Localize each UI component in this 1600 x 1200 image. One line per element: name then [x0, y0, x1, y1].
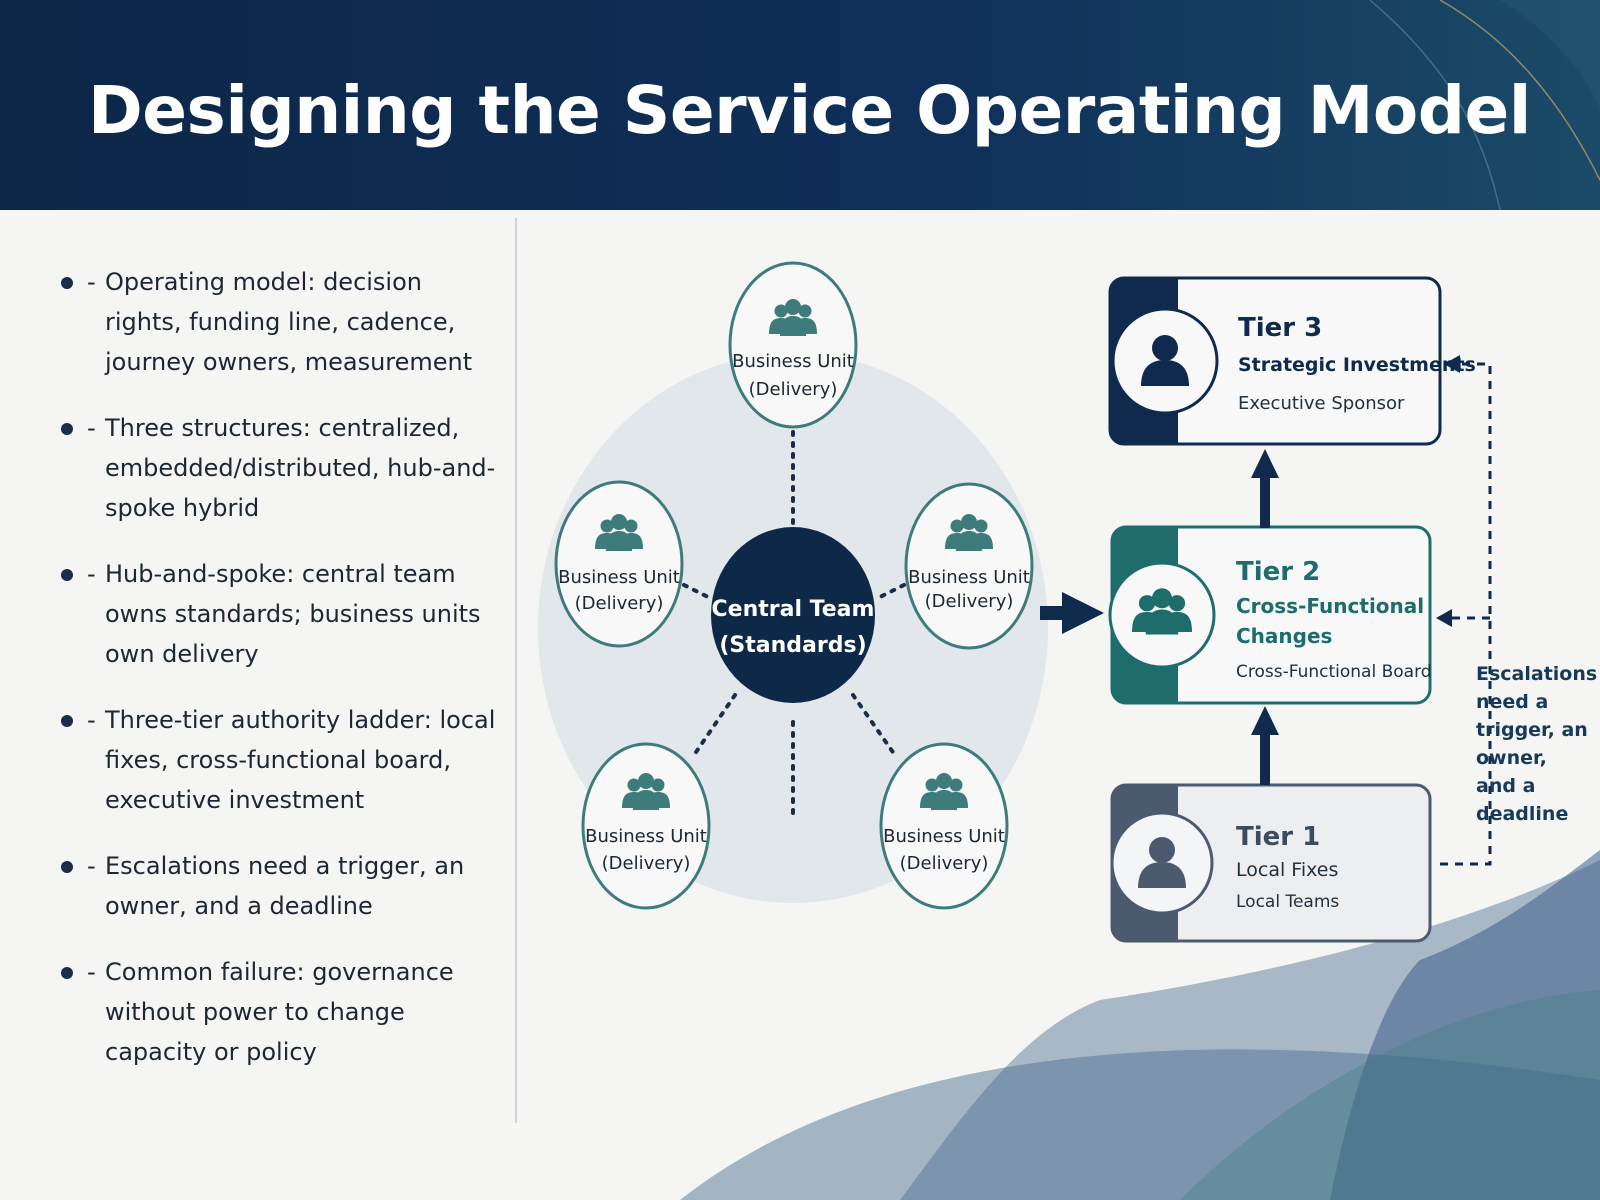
bullet-item: -Escalations need a trigger, an owner, a…: [55, 846, 505, 926]
tier-3-card: Tier 3 Strategic Investments Executive S…: [1108, 276, 1476, 446]
escalation-note: Escalations need a trigger, an owner, an…: [1476, 663, 1598, 825]
business-unit-label: Business Unit: [732, 351, 854, 372]
bullet-dash: -: [87, 706, 96, 734]
escalation-arrowheads: [1436, 355, 1460, 627]
business-unit-sublabel: (Delivery): [900, 853, 989, 874]
central-team-node: Central Team (Standards): [711, 527, 875, 703]
business-unit-sublabel: (Delivery): [602, 853, 691, 874]
page-title: Designing the Service Operating Model: [88, 72, 1531, 149]
business-unit-sublabel: (Delivery): [575, 593, 664, 614]
bullet-item: -Hub-and-spoke: central team owns standa…: [55, 554, 505, 674]
bullet-list: -Operating model: decision rights, fundi…: [55, 262, 505, 1098]
bullet-dash: -: [87, 414, 96, 442]
hub-to-tier-arrow: [1040, 592, 1104, 634]
business-unit-sublabel: (Delivery): [925, 591, 1014, 612]
tier-1-name: Tier 1: [1236, 822, 1320, 852]
tier-2-name: Tier 2: [1236, 557, 1320, 587]
central-team-label: Central Team: [712, 597, 875, 622]
tier-2-title-cont: Changes: [1236, 624, 1332, 648]
business-unit-node: Business Unit (Delivery): [554, 480, 684, 648]
tier-3-owner: Executive Sponsor: [1238, 393, 1405, 414]
bullet-dash: -: [87, 560, 96, 588]
tier-3-name: Tier 3: [1238, 313, 1322, 343]
tier-2-owner: Cross-Functional Board: [1236, 662, 1432, 682]
bullet-item: -Operating model: decision rights, fundi…: [55, 262, 505, 382]
business-unit-node: Business Unit (Delivery): [728, 261, 858, 429]
tier-2-title: Cross-Functional: [1236, 594, 1424, 618]
tier-2-card: Tier 2 Cross-Functional Changes Cross-Fu…: [1108, 525, 1432, 705]
tier-1-owner: Local Teams: [1236, 892, 1339, 912]
bullet-text: Common failure: governance without power…: [105, 958, 454, 1066]
business-unit-label: Business Unit: [908, 567, 1030, 588]
bullet-item: -Three structures: centralized, embedded…: [55, 408, 505, 528]
tier-1-title: Local Fixes: [1236, 859, 1338, 881]
central-team-sublabel: (Standards): [719, 633, 866, 658]
header-decoration: [1369, 0, 1600, 210]
column-divider: [515, 218, 517, 1123]
business-unit-sublabel: (Delivery): [749, 379, 838, 400]
bullet-item: -Common failure: governance without powe…: [55, 952, 505, 1072]
tier-3-title: Strategic Investments: [1238, 354, 1476, 376]
bullet-text: Operating model: decision rights, fundin…: [105, 268, 473, 376]
bullet-text: Escalations need a trigger, an owner, an…: [105, 852, 465, 920]
bullet-text: Three-tier authority ladder: local fixes…: [105, 706, 496, 814]
bullet-text: Three structures: centralized, embedded/…: [105, 414, 496, 522]
header-banner: Designing the Service Operating Model: [0, 0, 1600, 210]
business-unit-node: Business Unit (Delivery): [904, 482, 1034, 650]
business-unit-label: Business Unit: [585, 826, 707, 847]
bullet-dash: -: [87, 852, 96, 880]
tier-1-card: Tier 1 Local Fixes Local Teams: [1110, 783, 1432, 943]
tier-up-arrow: [1251, 706, 1279, 785]
bullet-dash: -: [87, 268, 96, 296]
business-unit-node: Business Unit (Delivery): [879, 742, 1009, 910]
bullet-dash: -: [87, 958, 96, 986]
escalation-path: [1440, 362, 1492, 866]
bullet-item: -Three-tier authority ladder: local fixe…: [55, 700, 505, 820]
business-unit-label: Business Unit: [883, 826, 1005, 847]
bullet-text: Hub-and-spoke: central team owns standar…: [105, 560, 481, 668]
tier-up-arrow: [1251, 449, 1279, 528]
business-unit-label: Business Unit: [558, 567, 680, 588]
business-unit-node: Business Unit (Delivery): [581, 742, 711, 910]
hub-spokes: [682, 430, 906, 820]
